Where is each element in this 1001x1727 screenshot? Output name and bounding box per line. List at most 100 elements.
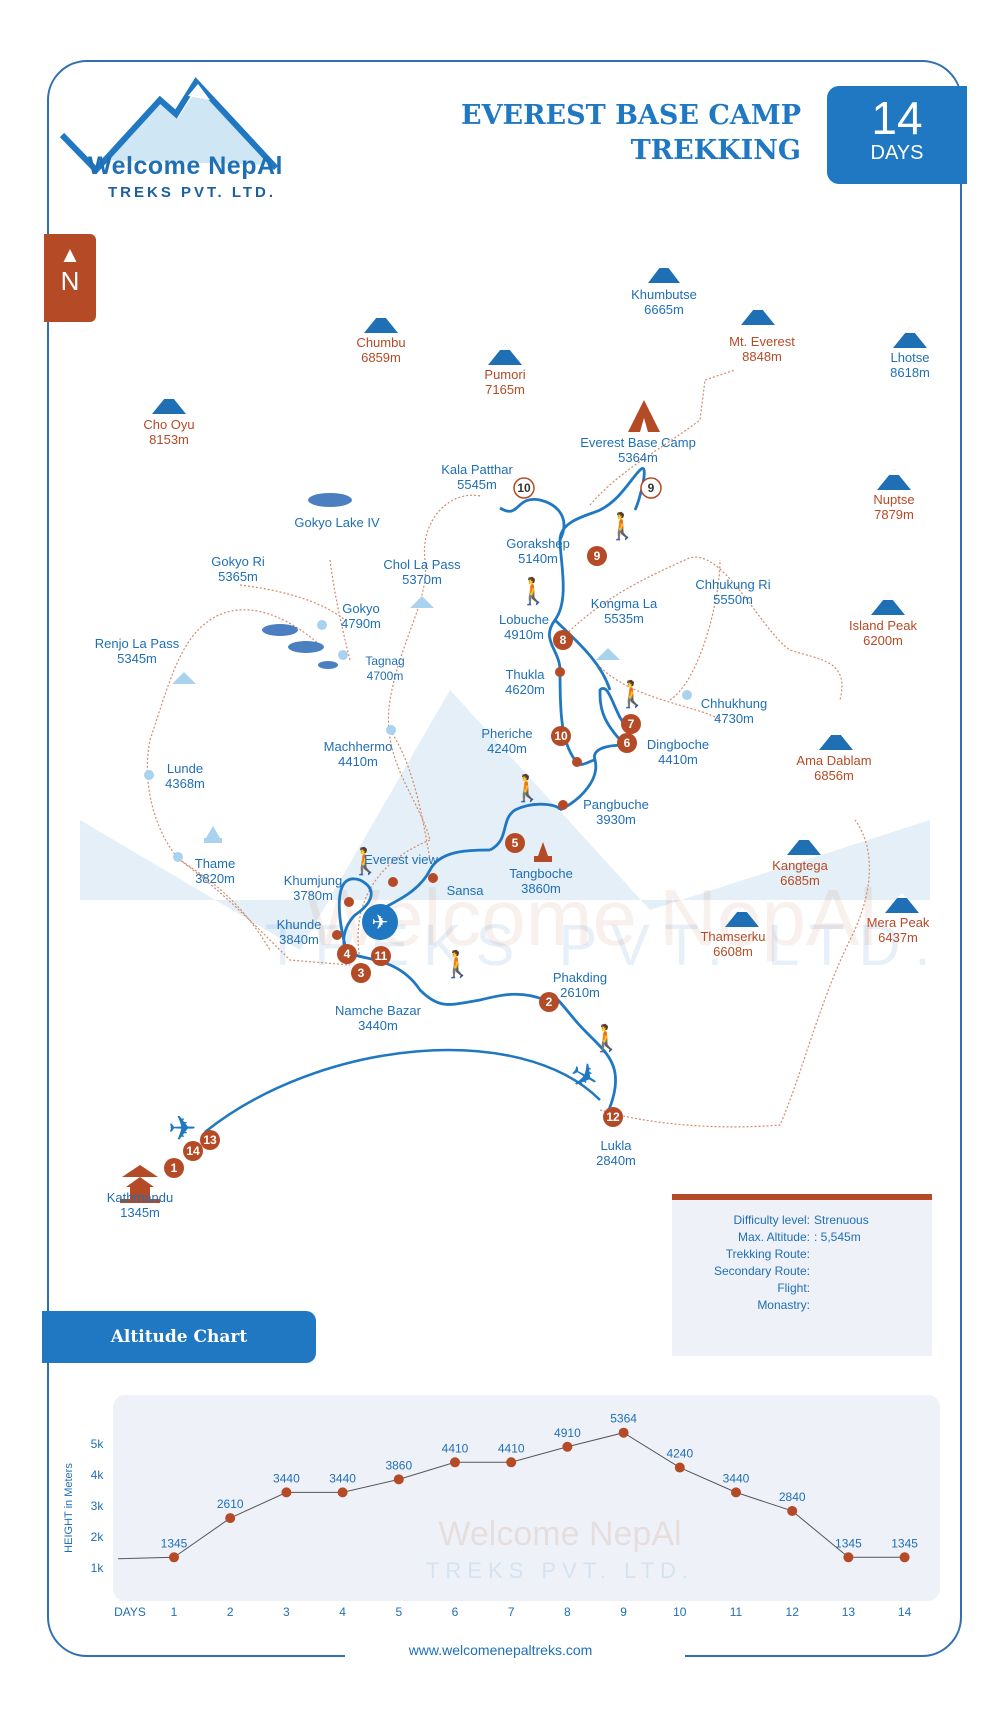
svg-text:11: 11 (375, 949, 388, 963)
x-tick-label: 5 (395, 1605, 402, 1619)
waypoint-dots (144, 620, 692, 940)
hiker-icon: 🚶 (517, 576, 549, 607)
data-label: 4410 (442, 1441, 469, 1455)
y-tick-label: 2k (91, 1530, 105, 1544)
hiker-icon: 🚶 (441, 949, 473, 980)
x-tick-label: 8 (564, 1605, 571, 1619)
y-tick-label: 1k (91, 1561, 105, 1575)
mountain-icon (741, 304, 775, 325)
legend-panel: Difficulty level: Strenuous Max. Altitud… (672, 1194, 932, 1356)
svg-text:12: 12 (606, 1110, 620, 1124)
north-indicator: ▲ N (44, 234, 96, 322)
mountain-icon (819, 729, 853, 750)
data-label: 3440 (273, 1471, 300, 1485)
data-point (562, 1441, 573, 1452)
day-marker: 1 (164, 1158, 184, 1178)
days-badge: 14 DAYS (827, 86, 967, 184)
mountain-icon (871, 594, 905, 615)
day-markers: 1 2 3 4 5 6 7 8 9 9 10 10 11 12 13 14 (164, 477, 662, 1178)
x-tick-label: 1 (171, 1605, 178, 1619)
days-label: DAYS (870, 142, 924, 164)
data-point (281, 1487, 292, 1498)
data-label: 1345 (161, 1536, 188, 1550)
legend-secondary-label: Secondary Route: (713, 1264, 810, 1278)
x-tick-label: 6 (452, 1605, 459, 1619)
flight-route (204, 1048, 601, 1133)
svg-text:4: 4 (344, 947, 351, 961)
data-label: 5364 (610, 1412, 637, 1426)
day-marker: 7 (621, 714, 641, 734)
stupa-icon (204, 826, 222, 843)
hiker-icon: 🚶 (511, 773, 543, 804)
place-label: Sansa (446, 883, 484, 898)
peak-icons (152, 262, 927, 927)
mountain-icon (488, 344, 522, 365)
svg-text:1: 1 (171, 1161, 178, 1175)
legend-flight-label: Flight: (777, 1281, 810, 1295)
svg-text:10: 10 (517, 481, 531, 495)
svg-text:6: 6 (624, 736, 631, 750)
x-tick-label: 13 (842, 1605, 856, 1619)
x-tick-label: 7 (508, 1605, 515, 1619)
data-label: 3440 (723, 1471, 750, 1485)
data-point (450, 1457, 460, 1468)
monastery-icon (534, 842, 552, 862)
svg-text:3: 3 (358, 966, 365, 980)
mountain-icon (885, 892, 919, 913)
place-label: Gokyo Lake IV (294, 515, 380, 530)
hiker-icon: 🚶 (616, 679, 648, 710)
mountain-icon (648, 262, 680, 283)
legend-difficulty-label: Difficulty level: (733, 1213, 810, 1227)
data-point (787, 1505, 798, 1516)
hiker-icon: 🚶 (606, 511, 638, 542)
svg-text:9: 9 (594, 549, 601, 563)
data-point (225, 1513, 236, 1524)
data-label: 4240 (666, 1447, 693, 1461)
watermark-line1: Welcome NepAl (305, 873, 877, 962)
legend-max-alt-value: : 5,545m (814, 1230, 861, 1244)
data-point (618, 1427, 629, 1438)
chart-watermark-line2: TREKS PVT. LTD. (426, 1558, 694, 1583)
day-marker: 5 (505, 833, 525, 853)
airport-icon: ✈ (362, 904, 398, 940)
north-label: N (60, 266, 80, 296)
day-marker: 14 (183, 1141, 203, 1161)
mountain-icon (364, 312, 398, 333)
legend-monastery-label: Monastry: (757, 1298, 810, 1312)
altitude-chart-title: Altitude Chart (42, 1311, 316, 1363)
hiker-icon: 🚶 (349, 846, 381, 877)
day-marker: 3 (351, 963, 371, 983)
page-title-line1: EVEREST BASE CAMP (461, 100, 801, 131)
place-label: Everest view (364, 852, 438, 867)
day-marker: 9 (587, 546, 607, 566)
day-marker: 8 (553, 630, 573, 650)
data-point (337, 1487, 348, 1498)
data-point (169, 1552, 179, 1563)
chart-background (113, 1395, 940, 1601)
svg-text:2: 2 (546, 995, 553, 1009)
data-point (393, 1474, 404, 1485)
mountain-icon (152, 393, 186, 414)
svg-text:9: 9 (648, 481, 655, 495)
x-tick-label: 14 (898, 1605, 912, 1619)
secondary-routes (146, 369, 870, 1128)
svg-text:8: 8 (560, 633, 567, 647)
website-url[interactable]: www.welcomenepaltreks.com (408, 1642, 593, 1658)
